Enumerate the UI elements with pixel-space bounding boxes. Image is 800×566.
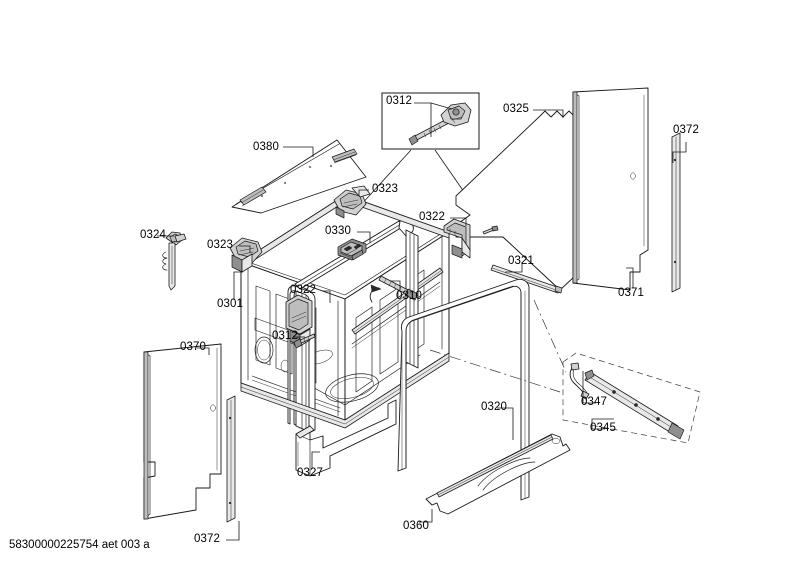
part-0323-corner-bracket-front [229, 237, 263, 273]
part-0322-mounting-bracket-left [285, 294, 313, 347]
inset-region-0345 [429, 299, 701, 444]
part-0345-door-strut [584, 369, 685, 440]
callout-label-0321: 0321 [508, 255, 534, 267]
callout-label-0312-inset: 0312 [386, 95, 412, 107]
part-0372-edge-strip-right [671, 132, 681, 293]
callout-label-0323-left: 0323 [207, 239, 233, 251]
detail-box-0312 [381, 92, 480, 150]
callout-label-0370: 0370 [180, 341, 206, 353]
part-0323-corner-bracket-rear [333, 185, 371, 219]
callout-label-0371: 0371 [618, 287, 644, 299]
callout-label-0301: 0301 [217, 298, 243, 310]
callout-label-0310: 0310 [396, 290, 422, 302]
callout-label-0323-top: 0323 [372, 183, 398, 195]
callout-label-0347: 0347 [581, 396, 607, 408]
part-0327-base-plinth [295, 399, 397, 477]
part-screw-right [482, 225, 499, 235]
part-0310-fixing-screw [369, 275, 419, 303]
callout-label-0324: 0324 [140, 229, 166, 241]
part-0371-side-panel-right [572, 87, 649, 291]
part-0312-screw-main [293, 333, 316, 349]
part-0370-side-panel-left [143, 343, 222, 520]
callout-label-0325: 0325 [503, 103, 529, 115]
callout-label-0380: 0380 [253, 141, 279, 153]
callout-label-0372-left: 0372 [194, 533, 220, 545]
part-0322-mounting-bracket-right [443, 218, 471, 259]
callout-label-0327: 0327 [297, 467, 323, 479]
callout-label-0360: 0360 [403, 520, 429, 532]
callout-leaders [157, 109, 687, 541]
part-0380-top-brace [231, 139, 367, 214]
part-0320-door-seal [397, 278, 530, 501]
callout-label-0372-right: 0372 [673, 124, 699, 136]
part-0324-retaining-clip [162, 231, 187, 291]
part-0330-latch-catch [337, 238, 367, 261]
part-0360-base-trim [425, 433, 571, 515]
callout-label-0330: 0330 [325, 225, 351, 237]
callout-label-0345: 0345 [590, 422, 616, 434]
part-0372-edge-strip-left [226, 395, 236, 523]
document-footer-text: 58300000225754 aet 003 a [9, 539, 150, 551]
callout-label-0322-left: 0322 [290, 284, 316, 296]
callout-label-0320: 0320 [481, 401, 507, 413]
callout-label-0312-main: 0312 [272, 330, 298, 342]
callout-label-0322-right: 0322 [419, 211, 445, 223]
